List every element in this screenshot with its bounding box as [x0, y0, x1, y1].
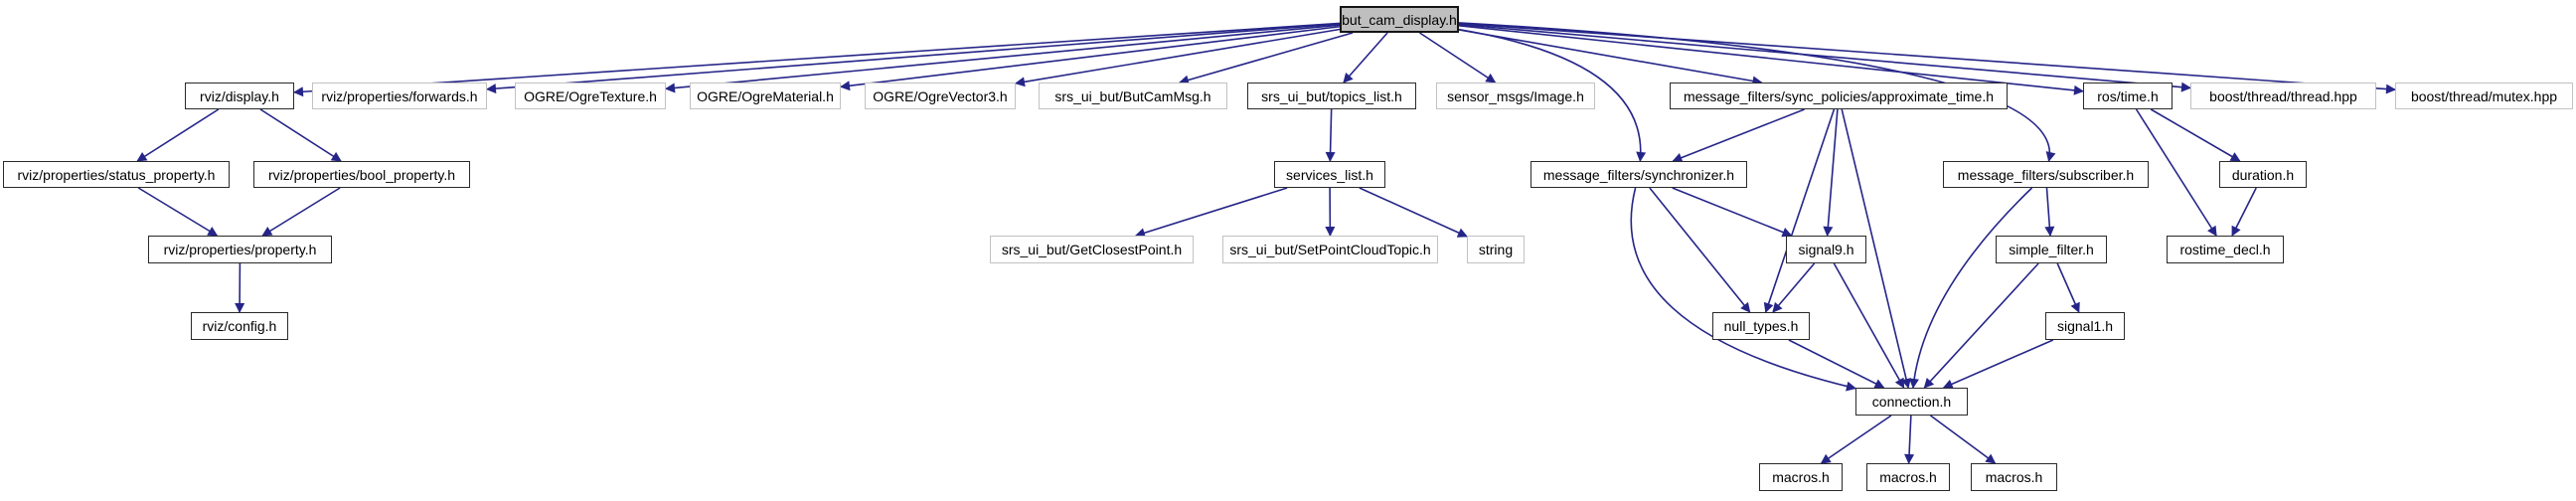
node-ogre_texture: OGRE/OgreTexture.h [515, 83, 666, 109]
node-set_pointcloud_topic: srs_ui_but/SetPointCloudTopic.h [1222, 236, 1438, 263]
edge-approximate_time-signal9 [1823, 108, 1839, 237]
edge-ros_time-duration [2150, 108, 2241, 162]
edge-duration-rostime_decl [2231, 187, 2257, 237]
node-services_list[interactable]: services_list.h [1274, 161, 1385, 188]
node-subscriber[interactable]: message_filters/subscriber.h [1943, 161, 2149, 188]
edge-but_cam_display-rviz_display [293, 22, 1341, 97]
edge-null_types-connection [1788, 339, 1885, 389]
node-synchronizer[interactable]: message_filters/synchronizer.h [1530, 161, 1747, 188]
node-topics_list[interactable]: srs_ui_but/topics_list.h [1247, 83, 1416, 109]
edge-status_property-property [137, 187, 219, 237]
node-rostime_decl[interactable]: rostime_decl.h [2167, 236, 2284, 263]
edge-rviz_display-bool_property [259, 108, 342, 162]
edge-synchronizer-null_types [1649, 187, 1751, 313]
edge-bool_property-property [261, 187, 341, 237]
edge-but_cam_display-thread_hpp [1458, 23, 2191, 92]
node-rviz_display[interactable]: rviz/display.h [185, 83, 294, 109]
edge-but_cam_display-sensor_image [1419, 32, 1497, 84]
edge-but_cam_display-ogre_vector3 [1015, 28, 1341, 87]
node-macros2[interactable]: macros.h [1866, 463, 1950, 491]
edge-approximate_time-null_types [1763, 108, 1836, 313]
edge-connection-macros2 [1904, 415, 1915, 464]
edge-approximate_time-connection [1841, 108, 1911, 389]
node-connection[interactable]: connection.h [1855, 388, 1968, 416]
node-macros1[interactable]: macros.h [1759, 463, 1843, 491]
edge-services_list-get_closest_point [1134, 187, 1288, 239]
edge-connection-macros1 [1820, 415, 1892, 464]
edge-but_cam_display-butcammsg [1179, 32, 1354, 85]
edge-but_cam_display-approximate_time [1458, 29, 1763, 86]
node-get_closest_point: srs_ui_but/GetClosestPoint.h [990, 236, 1194, 263]
edge-but_cam_display-forwards [486, 23, 1341, 94]
node-approximate_time[interactable]: message_filters/sync_policies/approximat… [1670, 83, 2008, 109]
edge-ros_time-rostime_decl [2135, 108, 2217, 237]
edge-services_list-string [1359, 187, 1468, 238]
edge-but_cam_display-synchronizer [1458, 28, 1647, 162]
edge-connection-macros3 [1929, 415, 1997, 464]
node-butcammsg: srs_ui_but/ButCamMsg.h [1039, 83, 1227, 109]
edge-signal9-null_types [1772, 262, 1816, 313]
node-string: string [1467, 236, 1525, 263]
node-signal9[interactable]: signal9.h [1786, 236, 1866, 263]
node-ogre_vector3: OGRE/OgreVector3.h [865, 83, 1016, 109]
node-bool_property[interactable]: rviz/properties/bool_property.h [253, 161, 470, 188]
node-duration[interactable]: duration.h [2219, 161, 2307, 188]
node-status_property[interactable]: rviz/properties/status_property.h [3, 161, 230, 188]
edge-rviz_display-status_property [136, 108, 220, 162]
edge-simple_filter-signal1 [2056, 262, 2080, 313]
edge-subscriber-connection [1908, 187, 2033, 389]
edge-signal1-connection [1942, 339, 2054, 389]
node-simple_filter[interactable]: simple_filter.h [1996, 236, 2107, 263]
node-macros3[interactable]: macros.h [1971, 463, 2057, 491]
node-null_types[interactable]: null_types.h [1712, 312, 1810, 340]
node-mutex_hpp: boost/thread/mutex.hpp [2395, 83, 2573, 109]
node-ros_time[interactable]: ros/time.h [2083, 83, 2173, 109]
node-sensor_image: sensor_msgs/Image.h [1436, 83, 1595, 109]
edge-but_cam_display-ogre_material [840, 25, 1341, 91]
edge-but_cam_display-ros_time [1458, 25, 2084, 95]
edge-subscriber-simple_filter [2044, 187, 2055, 237]
edge-but_cam_display-mutex_hpp [1458, 22, 2396, 94]
edge-signal9-connection [1833, 262, 1905, 389]
edge-but_cam_display-subscriber [1458, 22, 2056, 162]
edge-synchronizer-signal9 [1672, 187, 1793, 238]
edge-simple_filter-connection [1923, 262, 2039, 389]
node-thread_hpp: boost/thread/thread.hpp [2190, 83, 2376, 109]
node-forwards: rviz/properties/forwards.h [312, 83, 487, 109]
edge-but_cam_display-ogre_texture [665, 24, 1341, 93]
node-config[interactable]: rviz/config.h [191, 312, 288, 340]
node-but_cam_display: but_cam_display.h [1340, 6, 1459, 33]
edge-synchronizer-connection [1630, 187, 1856, 392]
edge-topics_list-services_list [1325, 108, 1336, 162]
node-property[interactable]: rviz/properties/property.h [148, 236, 332, 263]
node-signal1[interactable]: signal1.h [2045, 312, 2125, 340]
edge-but_cam_display-topics_list [1343, 32, 1388, 84]
node-ogre_material: OGRE/OgreMaterial.h [690, 83, 841, 109]
edge-approximate_time-synchronizer [1672, 108, 1805, 163]
